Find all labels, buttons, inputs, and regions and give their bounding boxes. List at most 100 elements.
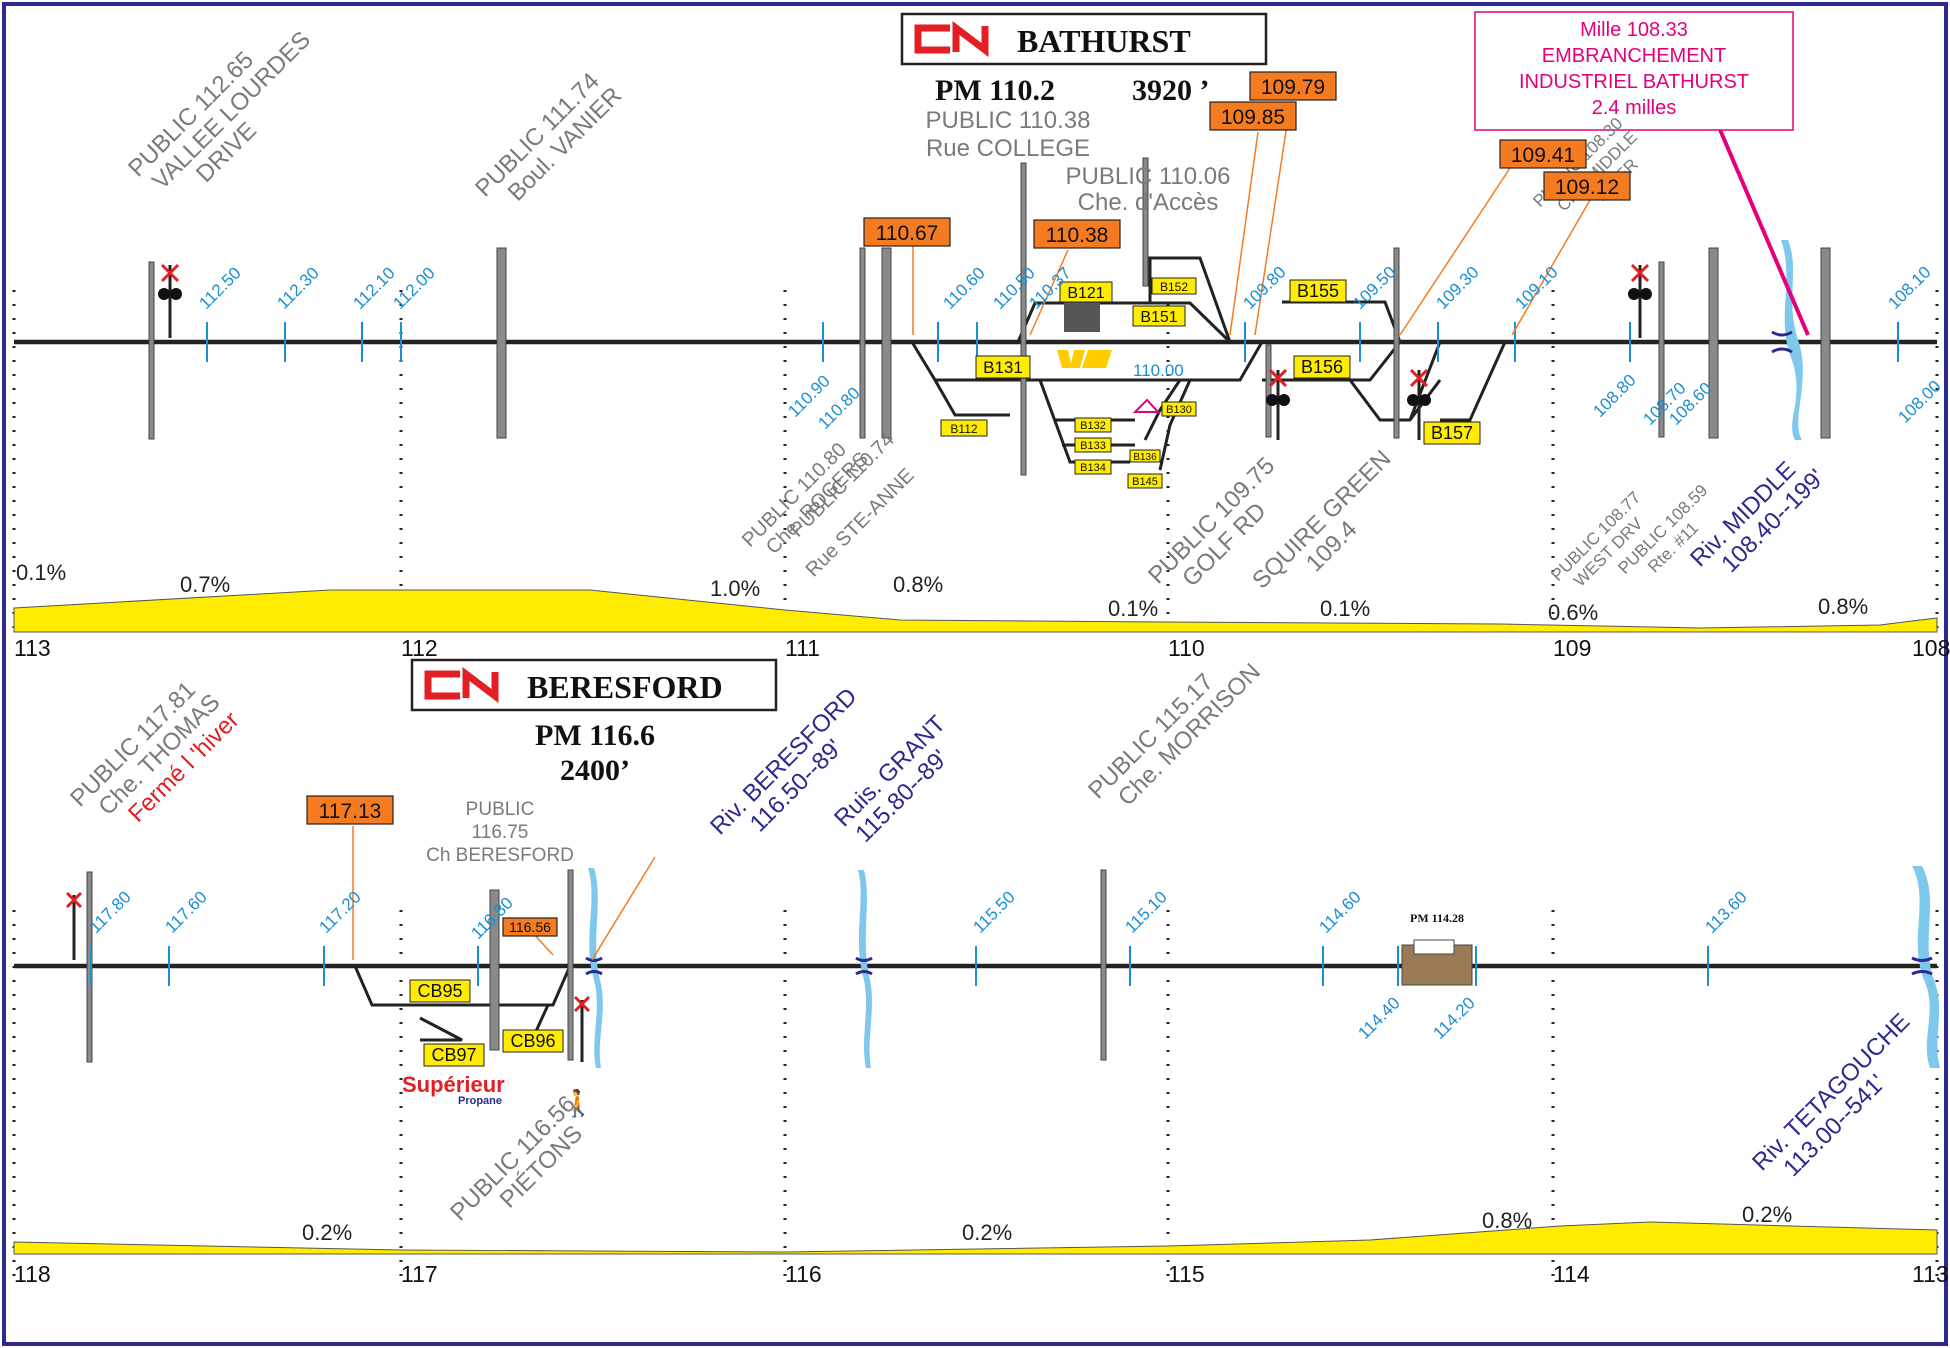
tick-label: 114.60 bbox=[1315, 888, 1364, 937]
track-box bbox=[1289, 279, 1347, 303]
note-line-4: 2.4 milles bbox=[1592, 97, 1676, 119]
crossing-signal-icon bbox=[158, 263, 182, 338]
svg-text:VALLEE LOURDES: VALLEE LOURDES bbox=[147, 26, 316, 195]
switch-label: 110.38 bbox=[1046, 224, 1109, 247]
grade-label: 0.2% bbox=[302, 1220, 352, 1245]
tick-label: 115.10 bbox=[1121, 888, 1170, 937]
mile-gridlines-bottom bbox=[12, 910, 1939, 1280]
switch-label: 109.79 bbox=[1261, 76, 1325, 99]
track-box bbox=[975, 355, 1031, 379]
svg-text:116.75: 116.75 bbox=[472, 822, 529, 843]
track-label: B152 bbox=[1160, 280, 1188, 294]
tick-label: 110.60 bbox=[939, 264, 988, 313]
track-box bbox=[423, 1043, 485, 1067]
grade-profile-top bbox=[13, 589, 1938, 633]
track-label: B134 bbox=[1080, 462, 1106, 474]
mile-label: 111 bbox=[785, 635, 820, 661]
cn-logo bbox=[424, 666, 499, 704]
track-label: B151 bbox=[1140, 309, 1177, 326]
crossing-signal-icon bbox=[1628, 263, 1652, 338]
siding-length-beresford: 2400’ bbox=[560, 754, 630, 787]
track-label: B121 bbox=[1067, 285, 1104, 302]
tick-label: 117.20 bbox=[315, 888, 364, 937]
crossing-sign-icon bbox=[65, 891, 83, 960]
tick-label: 112.00 bbox=[389, 264, 438, 313]
switch-label: 109.12 bbox=[1555, 176, 1619, 199]
mile-label: 113 bbox=[1912, 1261, 1949, 1287]
track-box bbox=[502, 1029, 564, 1053]
tick-label: 108.00 bbox=[1894, 377, 1944, 427]
track-box bbox=[409, 979, 471, 1003]
tick-label: 109.30 bbox=[1432, 263, 1482, 313]
siding-length-bathurst: 3920 ’ bbox=[1132, 74, 1210, 107]
track-label: B136 bbox=[1133, 452, 1157, 463]
station-name-beresford: BERESFORD bbox=[527, 669, 723, 705]
switch-box bbox=[502, 917, 558, 937]
grade-label: 0.8% bbox=[1818, 594, 1868, 619]
track-label: B112 bbox=[950, 422, 977, 436]
station-building-icon bbox=[1064, 298, 1100, 332]
switch-box bbox=[1209, 101, 1297, 131]
cn-logo bbox=[914, 20, 989, 58]
bridge-middle-icon bbox=[1771, 330, 1793, 354]
milepost-ticks-top bbox=[206, 322, 1899, 362]
crossing-label: Che. d'Accès bbox=[1078, 189, 1219, 216]
track-label: B131 bbox=[983, 358, 1023, 377]
track-label: B130 bbox=[1166, 404, 1192, 416]
propane-logo: Supérieur bbox=[402, 1072, 505, 1097]
crossing-label: PUBLIC 116.75 Ch BERESFORD bbox=[426, 799, 574, 866]
note-line-1: Mille 108.33 bbox=[1580, 19, 1688, 41]
tick-label: 117.80 bbox=[85, 888, 134, 937]
river-label: Ruis. GRANT 115.80--89' bbox=[829, 710, 953, 848]
svg-text:Riv. TETAGOUCHE: Riv. TETAGOUCHE bbox=[1747, 1008, 1915, 1176]
tick-label: 114.20 bbox=[1429, 994, 1478, 1043]
tick-label: 110.00 bbox=[1133, 361, 1184, 380]
track-box bbox=[1127, 473, 1163, 489]
switch-label: 109.85 bbox=[1221, 106, 1285, 129]
mile-label: 117 bbox=[401, 1261, 438, 1287]
industrial-spur-note bbox=[1474, 11, 1794, 131]
grade-label: 0.1% bbox=[1108, 596, 1158, 621]
track-box bbox=[1074, 459, 1112, 475]
switch-box bbox=[306, 795, 394, 825]
tick-label: 108.80 bbox=[1589, 371, 1639, 421]
propane-sub: Propane bbox=[458, 1095, 502, 1107]
svg-text:PUBLIC: PUBLIC bbox=[466, 799, 535, 820]
grade-label: 1.0% bbox=[710, 576, 760, 601]
mile-label: 116 bbox=[785, 1261, 822, 1287]
mile-label: 110 bbox=[1168, 635, 1205, 661]
track-label: B155 bbox=[1297, 281, 1339, 301]
track-label: CB95 bbox=[417, 981, 462, 1001]
bridge-icon bbox=[585, 956, 1933, 976]
track-label: B157 bbox=[1431, 423, 1473, 443]
tick-label: 114.40 bbox=[1354, 994, 1403, 1043]
switch-arrows-top bbox=[912, 104, 1810, 336]
track-box bbox=[940, 419, 988, 437]
track-box bbox=[1293, 355, 1351, 379]
river-grant-shape bbox=[858, 870, 872, 1068]
grade-label: 0.7% bbox=[180, 572, 230, 597]
station-pm-bathurst: PM 110.2 bbox=[935, 74, 1055, 107]
pedestrian-icon: 🚶 bbox=[562, 1088, 594, 1118]
crossing-label: PUBLIC 110.38 bbox=[926, 107, 1091, 134]
grade-profile-bottom bbox=[13, 1221, 1938, 1255]
grade-label: 0.2% bbox=[962, 1220, 1012, 1245]
river-middle-shape bbox=[1781, 240, 1803, 440]
switch-label: 110.67 bbox=[876, 222, 939, 245]
station-box-beresford bbox=[410, 658, 778, 712]
mile-label: 113 bbox=[14, 635, 51, 661]
tick-label: 108.10 bbox=[1884, 263, 1934, 313]
crossing-label: PUBLIC 112.65 VALLEE LOURDES DRIVE bbox=[123, 26, 316, 195]
grade-label: 0.8% bbox=[1482, 1208, 1532, 1233]
grade-label: 0.2% bbox=[1742, 1202, 1792, 1227]
tick-label: 112.50 bbox=[195, 264, 244, 313]
tick-label: 109.50 bbox=[1349, 263, 1399, 313]
mile-label: 108 bbox=[1912, 635, 1950, 661]
track-label: B145 bbox=[1132, 476, 1158, 488]
grade-label: 0.6% bbox=[1548, 600, 1598, 625]
track-label: B133 bbox=[1080, 440, 1106, 452]
tick-label: 115.50 bbox=[969, 888, 1018, 937]
note-line-3: INDUSTRIEL BATHURST bbox=[1519, 71, 1749, 93]
tick-label: 112.10 bbox=[349, 264, 398, 313]
